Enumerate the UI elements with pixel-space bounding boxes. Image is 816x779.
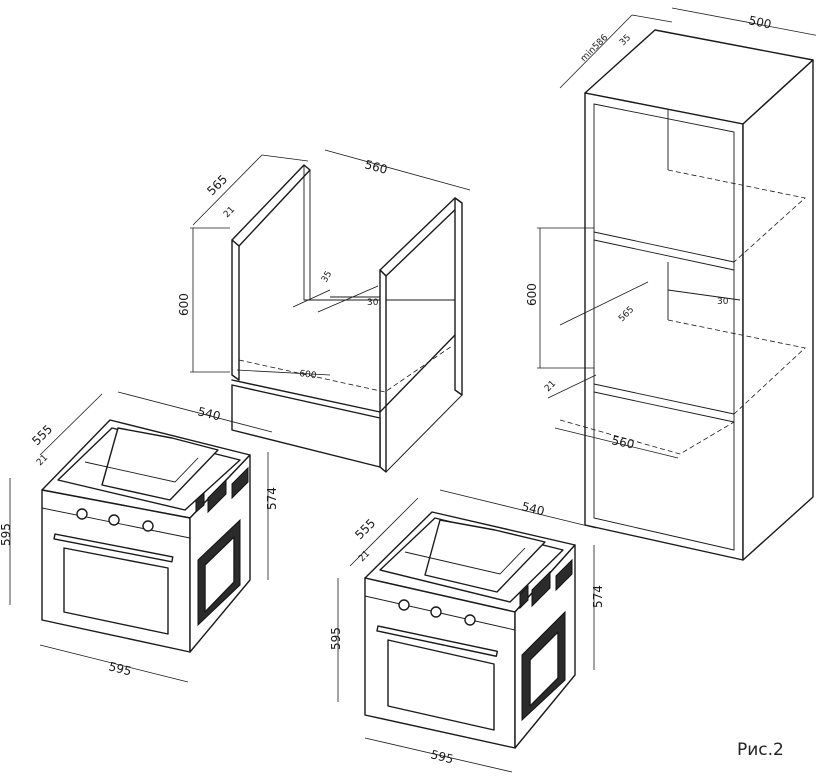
oven-left: 540 555 21 595 574 595 (0, 391, 279, 683)
oven-right-front-width-label: 595 (429, 747, 455, 766)
oven-left-side-label: 574 (265, 487, 279, 510)
oven-right-side-label: 574 (591, 585, 605, 608)
oven-right-inset-label: 21 (357, 549, 372, 564)
column-min-depth-label: min586 (579, 33, 610, 64)
niche-depth-label: 565 (204, 172, 230, 198)
column-gap-label: 35 (618, 33, 633, 48)
column-vent-label: 30 (717, 297, 729, 307)
niche-width-label: 560 (363, 157, 389, 176)
column-bottom-width-label: 560 (610, 433, 635, 451)
niche-height-label: 600 (177, 293, 191, 316)
oven-right-height-label: 595 (329, 627, 343, 650)
niche-inset-label: 21 (222, 205, 237, 220)
oven-left-height-label: 595 (0, 523, 13, 546)
cabinet-niche: 565 21 560 600 35 30 600 (177, 149, 471, 473)
oven-right-depth-label: 555 (352, 516, 378, 542)
cabinet-column: min586 35 500 600 565 30 21 560 (525, 7, 816, 561)
figure-caption: Рис.2 (737, 740, 784, 760)
niche-gap-label: 35 (320, 270, 334, 285)
column-inset-label: 21 (543, 379, 558, 394)
oven-right: 540 555 21 595 574 595 (329, 489, 605, 773)
niche-vent-label: 30 (367, 298, 379, 308)
oven-left-width-label: 540 (196, 404, 222, 423)
niche-bottom-width-label: 600 (299, 369, 318, 381)
oven-left-front-width-label: 595 (107, 659, 133, 678)
column-height-label: 600 (525, 283, 539, 306)
oven-left-inset-label: 21 (35, 453, 50, 468)
column-width-label: 500 (747, 13, 772, 31)
oven-right-width-label: 540 (520, 499, 546, 518)
